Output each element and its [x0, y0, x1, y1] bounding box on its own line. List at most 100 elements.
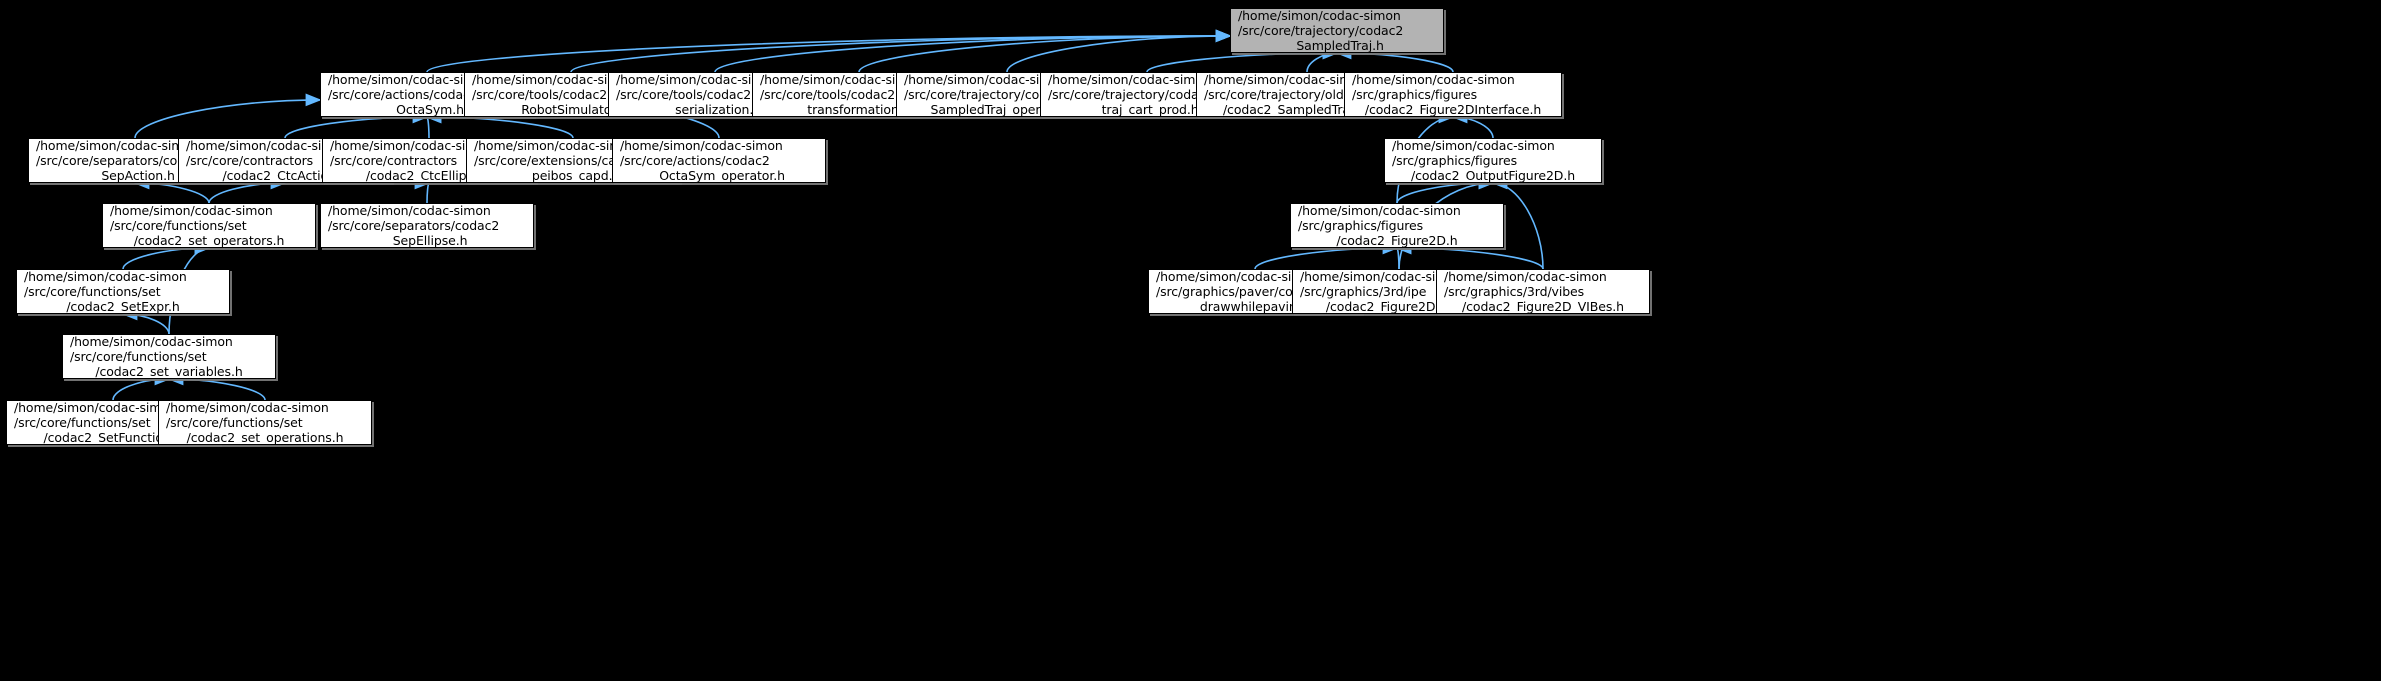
graph-node-label-line: /src/graphics/paver/codac2: [1156, 283, 1323, 299]
graph-node-label-line: /src/core/separators/codac2: [36, 152, 208, 168]
graph-node-label-line: _SampledTraj.h: [1290, 38, 1384, 54]
graph-node[interactable]: /home/simon/codac-simon/src/core/functio…: [158, 400, 372, 445]
graph-edge: [414, 176, 431, 204]
graph-node-label-line: /home/simon/codac-simon: [620, 137, 783, 153]
graph-node-label-line: /home/simon/codac-simon: [904, 71, 1067, 87]
graph-node[interactable]: /home/simon/codac-simon/src/graphics/3rd…: [1436, 269, 1650, 314]
graph-node-label-line: /home/simon/codac-simon: [110, 202, 273, 218]
graph-node-label-line: _OctaSym_operator.h: [653, 168, 785, 184]
graph-node-label-line: /home/simon/codac-simon: [1444, 268, 1607, 284]
graph-node-label-line: /codac2_Figure2D_VIBes.h: [1462, 299, 1624, 315]
graph-node-label-line: /home/simon/codac-simon: [1156, 268, 1319, 284]
graph-node-label-line: /home/simon/codac-simon: [760, 71, 923, 87]
graph-node-label-line: _OctaSym.h: [390, 102, 464, 118]
graph-node-label-line: /src/core/actions/codac2: [328, 86, 478, 102]
graph-edge: [1395, 241, 1412, 270]
graph-node-label-line: /home/simon/codac-simon: [328, 71, 491, 87]
graph-node-label-line: /home/simon/codac-simon: [472, 71, 635, 87]
graph-node-label-line: /home/simon/codac-simon: [70, 333, 233, 349]
graph-node-label-line: /home/simon/codac-simon: [330, 137, 493, 153]
graph-node[interactable]: /home/simon/codac-simon/src/core/traject…: [1230, 8, 1444, 53]
graph-edge: [122, 241, 211, 270]
graph-node[interactable]: /home/simon/codac-simon/src/graphics/fig…: [1384, 138, 1602, 183]
graph-edge: [134, 93, 322, 139]
graph-node-label-line: /src/graphics/figures: [1352, 86, 1478, 102]
graph-edge: [208, 176, 287, 204]
graph-node-label-line: /src/core/tools/codac2: [616, 86, 752, 102]
graph-edge: [1396, 176, 1495, 204]
graph-node-label-line: _peibos_capd.h: [525, 168, 621, 184]
graph-node-label-line: /src/core/trajectory/codac2: [1048, 86, 1214, 102]
graph-node-label-line: /codac2_SetFunction.h: [43, 430, 183, 446]
graph-node-label-line: /codac2_CtcAction.h: [222, 168, 348, 184]
graph-node-label-line: /src/core/separators/codac2: [328, 217, 500, 233]
graph-node-label-line: /home/simon/codac-simon: [1300, 268, 1463, 284]
graph-edge: [1006, 29, 1232, 73]
graph-node[interactable]: /home/simon/codac-simon/src/core/actions…: [612, 138, 826, 183]
graph-node-label-line: /src/core/tools/codac2: [472, 86, 608, 102]
graph-node-label-line: /home/simon/codac-simon: [1048, 71, 1211, 87]
graph-edge: [1306, 46, 1339, 73]
graph-node[interactable]: /home/simon/codac-simon/src/graphics/fig…: [1290, 203, 1504, 248]
graph-node-label-line: _traj_cart_prod.h: [1095, 102, 1199, 118]
graph-node-label-line: /src/core/functions/set: [14, 414, 151, 430]
graph-node-label-line: /home/simon/codac-simon: [1298, 202, 1461, 218]
graph-node-label-line: /home/simon/codac-simon: [166, 399, 329, 415]
graph-node-label-line: /home/simon/codac-simon: [186, 137, 349, 153]
graph-edge: [1254, 241, 1399, 270]
graph-node-label-line: /src/core/actions/codac2: [620, 152, 770, 168]
graph-node-label-line: _serialization.h: [668, 102, 762, 118]
graph-node-label-line: _drawwhilepaving.h: [1193, 299, 1317, 315]
graph-node-label-line: /home/simon/codac-simon: [24, 268, 187, 284]
graph-edge: [858, 29, 1232, 73]
graph-node-label-line: /src/core/trajectory/codac2: [1238, 22, 1404, 38]
graph-edge: [426, 29, 1232, 73]
graph-node-label-line: /codac2_OutputFigure2D.h: [1410, 168, 1576, 184]
graph-node[interactable]: /home/simon/codac-simon/src/graphics/fig…: [1344, 72, 1562, 117]
graph-node-label-line: /src/core/contractors: [186, 152, 314, 168]
graph-edge: [1146, 46, 1339, 73]
graph-node-label-line: /codac2_SetExpr.h: [66, 299, 180, 315]
graph-node-label-line: _RobotSimulator.h: [515, 102, 627, 118]
graph-node-label-line: /src/core/functions/set: [70, 348, 207, 364]
graph-node-label-line: /codac2_set_variables.h: [95, 364, 243, 380]
graph-node-label-line: /src/graphics/3rd/vibes: [1444, 283, 1585, 299]
graph-edge: [570, 29, 1232, 73]
graph-node-label-line: /home/simon/codac-simon: [14, 399, 177, 415]
graph-node-label-line: /src/core/functions/set: [110, 217, 247, 233]
graph-edge: [425, 110, 442, 139]
graph-node-label-line: /src/core/trajectory/codac2: [904, 86, 1070, 102]
graph-edge: [133, 176, 210, 204]
graph-edge: [1451, 110, 1494, 139]
graph-node[interactable]: /home/simon/codac-simon/src/core/functio…: [102, 203, 316, 248]
graph-node-label-line: /src/graphics/figures: [1392, 152, 1518, 168]
graph-node-label-line: _transformations.h: [801, 102, 917, 118]
graph-node-label-line: /codac2_set_operations.h: [186, 430, 344, 446]
graph-node-label-line: /codac2_CtcEllipse.h: [365, 168, 493, 184]
graph-node-label-line: /codac2_Figure2DInterface.h: [1364, 102, 1542, 118]
graph-node-label-line: /home/simon/codac-simon: [1204, 71, 1367, 87]
graph-node-label-line: /home/simon/codac-simon: [474, 137, 637, 153]
graph-node-label-line: /codac2_Figure2D.h: [1336, 233, 1458, 249]
graph-node[interactable]: /home/simon/codac-simon/src/core/separat…: [320, 203, 534, 248]
graph-edge: [425, 110, 574, 139]
graph-node[interactable]: /home/simon/codac-simon/src/core/functio…: [16, 269, 230, 314]
graph-node-label-line: /src/core/trajectory/old: [1204, 86, 1344, 102]
graph-node-label-line: /home/simon/codac-simon: [616, 71, 779, 87]
graph-node-label-line: /home/simon/codac-simon: [328, 202, 491, 218]
graph-node-label-line: /home/simon/codac-simon: [1352, 71, 1515, 87]
graph-node-label-line: /src/core/tools/codac2: [760, 86, 896, 102]
graph-node-label-line: /codac2_set_operators.h: [133, 233, 285, 249]
graph-node-label-line: /src/core/functions/set: [166, 414, 303, 430]
graph-node-label-line: /src/graphics/figures: [1298, 217, 1424, 233]
graph-node[interactable]: /home/simon/codac-simon/src/core/functio…: [62, 334, 276, 379]
graph-edge: [1335, 46, 1454, 73]
graph-edge: [284, 110, 429, 139]
graph-node-label-line: /src/core/contractors: [330, 152, 458, 168]
graph-edge: [121, 307, 170, 335]
graph-node-label-line: /home/simon/codac-simon: [1392, 137, 1555, 153]
graph-edge: [167, 372, 266, 401]
graph-node-label-line: /src/core/functions/set: [24, 283, 161, 299]
graph-node-label-line: /codac2_Figure2D_IPE.h: [1325, 299, 1473, 315]
